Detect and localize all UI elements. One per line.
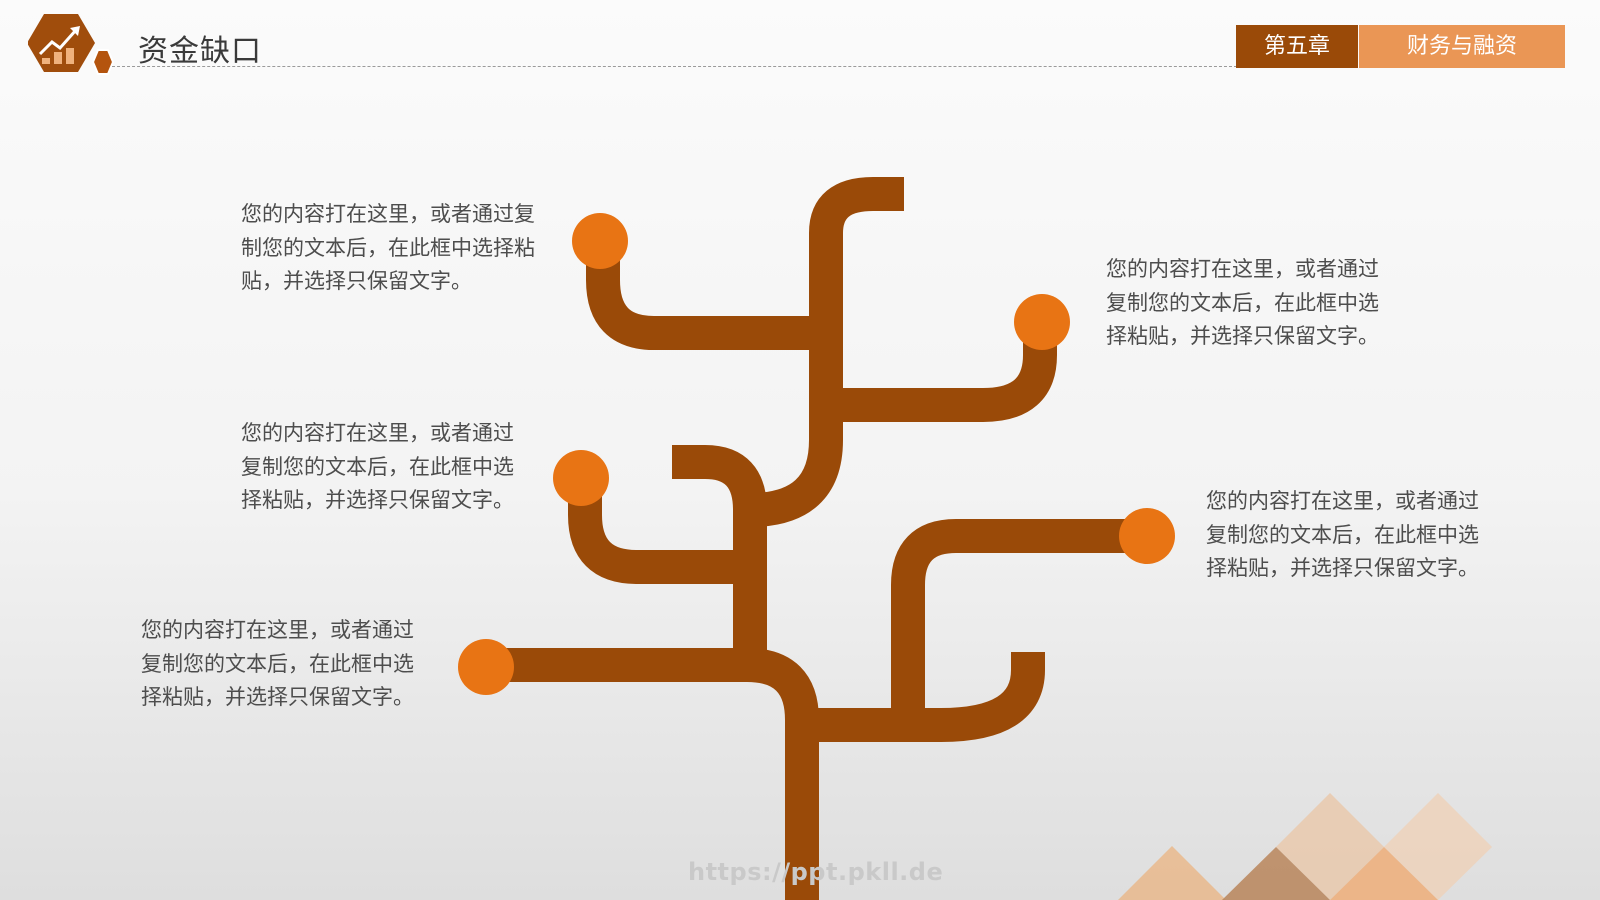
tree-branch-upper-left [586,243,826,350]
tree-branch-upper [749,177,904,527]
tree-node-2 [1014,294,1070,350]
tab-chapter[interactable]: 第五章 [1236,25,1358,68]
tree-node-5 [1119,508,1175,564]
page-title: 资金缺口 [138,34,262,69]
tree-branch-right-upper [891,519,1146,725]
tree-trunk [482,648,819,900]
tree-branch-mid [672,445,767,665]
text-block-mid-right: 您的内容打在这里，或者通过复制您的文本后，在此框中选择粘贴，并选择只保留文字。 [1206,489,1479,580]
text-block-mid-left: 您的内容打在这里，或者通过复制您的文本后，在此框中选择粘贴，并选择只保留文字。 [241,421,514,512]
tree-branch-upper-right [826,325,1057,422]
tab-section[interactable]: 财务与融资 [1359,25,1565,68]
logo-growth-chart-icon [27,12,118,84]
text-block-bottom-left: 您的内容打在这里，或者通过复制您的文本后，在此框中选择粘贴，并选择只保留文字。 [141,618,414,709]
tree-node-3 [553,450,609,506]
text-block-top-left: 您的内容打在这里，或者通过复制您的文本后，在此框中选择粘贴，并选择只保留文字。 [241,202,535,293]
text-block-top-right: 您的内容打在这里，或者通过复制您的文本后，在此框中选择粘贴，并选择只保留文字。 [1106,257,1379,348]
watermark-text: https://ppt.pkll.de [688,858,944,886]
tree-branch-mid-left [568,478,750,584]
tree-node-1 [572,213,628,269]
tree-node-4 [458,639,514,695]
title-divider [112,66,1237,67]
tree-branch-right [802,652,1045,742]
